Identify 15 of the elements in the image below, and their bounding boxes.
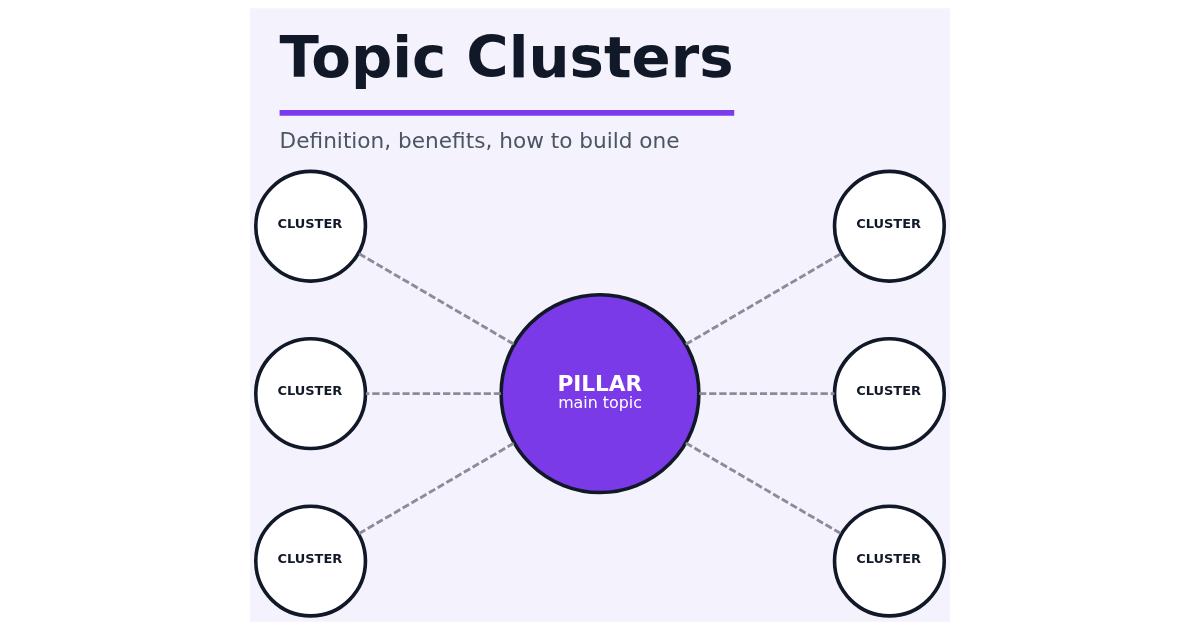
caption: Definition, benefits, how to build one (279, 127, 680, 153)
node-circle: CLUSTER (253, 337, 368, 451)
node-circle: PILLAR main topic (499, 293, 701, 495)
connector (699, 392, 835, 396)
connector (685, 441, 843, 536)
diagram-title: Topic Clusters (279, 22, 734, 91)
node-circle: CLUSTER (832, 504, 947, 618)
node-circle: CLUSTER (253, 504, 368, 618)
node-circle: CLUSTER (832, 337, 947, 451)
node-circle: CLUSTER (832, 169, 947, 283)
connector (358, 252, 515, 346)
node-circle: CLUSTER (253, 169, 368, 283)
connector (685, 252, 843, 346)
connector (358, 442, 515, 536)
connector (365, 392, 501, 396)
